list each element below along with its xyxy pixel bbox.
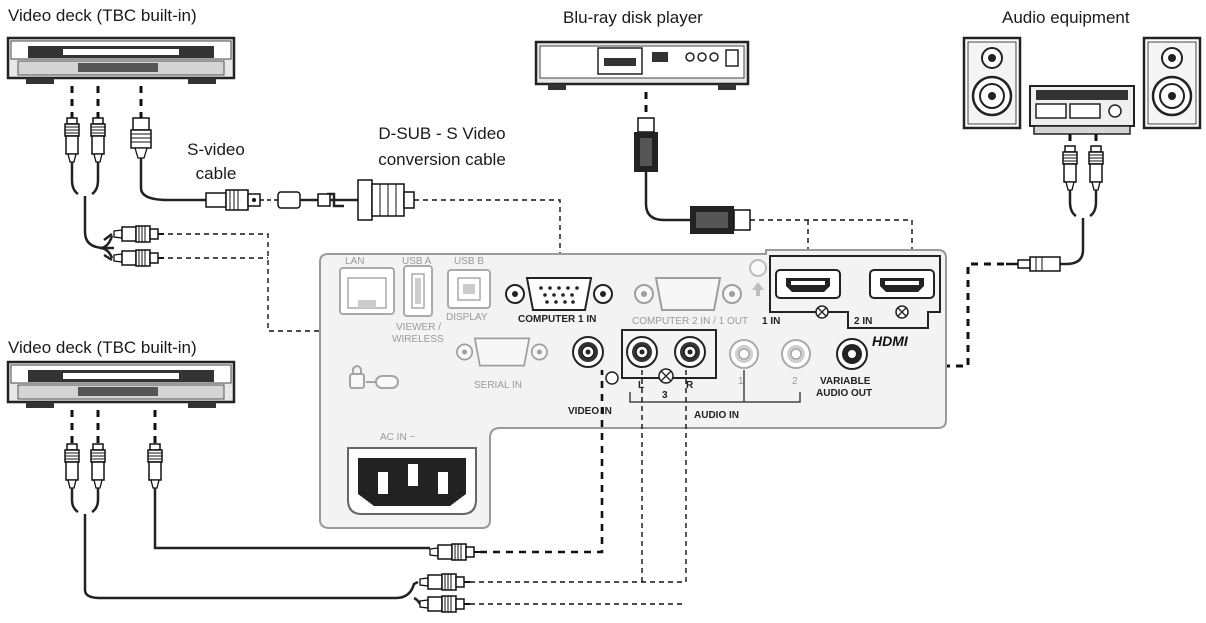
- bluray-hdmi-plug-horizontal: [690, 206, 751, 234]
- video-in-label: VIDEO IN: [568, 406, 612, 417]
- lan-label: LAN: [345, 256, 364, 267]
- audio-equipment-drop-dash: [1068, 134, 1098, 146]
- audio-2-label: 2: [792, 376, 798, 387]
- top-rca-dashed-links: [168, 233, 641, 350]
- video-deck-bottom-device: [6, 360, 236, 410]
- video-deck-top-device: [6, 36, 236, 86]
- panel-labels-dark: COMPUTER 1 IN VIDEO IN AUDIO IN L R 3 VA…: [518, 314, 872, 421]
- hdmi-1-in-port: [775, 269, 841, 319]
- top-deck-rca-split: [99, 235, 114, 259]
- hdmi-1in-label: 1 IN: [762, 316, 780, 327]
- audio-3-label: 3: [662, 390, 668, 401]
- viewer-label-2: WIRELESS: [392, 334, 444, 345]
- computer1-in-label: COMPUTER 1 IN: [518, 314, 596, 325]
- lock-icon: [349, 365, 399, 389]
- usb-b-label: USB B: [454, 256, 484, 267]
- computer2-label: COMPUTER 2 IN / 1 OUT: [632, 316, 748, 327]
- audio-equipment-device: [962, 36, 1202, 135]
- variable-audio-out-jack: [836, 338, 868, 370]
- audio-equipment-rca-plugs: [1062, 145, 1104, 191]
- dsub-cable-label-2: conversion cable: [378, 150, 506, 169]
- usb-a-port: [403, 265, 433, 317]
- kensington-indicator: [749, 259, 767, 296]
- top-deck-rca-horizontal-plugs: [113, 225, 165, 267]
- lan-port: [339, 267, 395, 315]
- viewer-label-1: VIEWER /: [396, 322, 441, 333]
- hdmi-2-in-port: [869, 269, 935, 319]
- bluray-label: Blu-ray disk player: [563, 8, 703, 27]
- bluray-hdmi-plug-vertical: [634, 117, 658, 172]
- audio-in-label: AUDIO IN: [694, 410, 739, 421]
- svideo-plug-vertical: [130, 117, 152, 159]
- bluray-player-device: [534, 40, 750, 90]
- top-deck-cable-links: [70, 86, 143, 118]
- svideo-cable-label-1: S-video: [187, 140, 245, 159]
- bottom-deck-rca-horizontal-plugs: [419, 543, 481, 613]
- audio-in-2-jack: [781, 339, 811, 369]
- bottom-deck-drop-dash: [70, 410, 157, 444]
- dsub-svideo-adapter: [277, 179, 415, 221]
- ac-in-socket: [347, 447, 477, 515]
- audio-in-bracket: [629, 370, 801, 403]
- video-deck-top-label: Video deck (TBC built-in): [8, 6, 197, 25]
- hdmi-cable: [644, 172, 690, 222]
- audio-out-cable: [1060, 190, 1098, 266]
- dsub-to-computer1-dashed: [414, 199, 561, 276]
- audio-1-label: 1: [738, 376, 744, 387]
- bottom-deck-dashed-links: [470, 370, 687, 605]
- hdmi-logo: HDMI: [872, 333, 909, 349]
- usb-a-label: USB A: [402, 256, 432, 267]
- video-deck-bottom-label: Video deck (TBC built-in): [8, 338, 197, 357]
- hdmi-2in-label: 2 IN: [854, 316, 872, 327]
- variable-audio-label-1: VARIABLE: [820, 376, 871, 387]
- audio-l-label: L: [638, 380, 644, 391]
- audio-in-r-jack: [674, 336, 706, 368]
- audio-in-1-jack: [729, 339, 759, 369]
- audio-r-label: R: [686, 380, 694, 391]
- dsub-cable-label-1: D-SUB - S Video: [378, 124, 506, 143]
- usb-b-port: [447, 269, 491, 309]
- bottom-deck-rca-plugs: [64, 443, 163, 489]
- video-in-jack: [572, 336, 619, 385]
- serial-in-label: SERIAL IN: [474, 380, 522, 391]
- audio-in-screw: [658, 368, 674, 384]
- audio-equipment-label: Audio equipment: [1002, 8, 1130, 27]
- display-label: DISPLAY: [446, 312, 488, 323]
- svideo-plug-horizontal: [205, 189, 261, 211]
- mini-jack-plug: [1006, 256, 1061, 272]
- variable-audio-label-2: AUDIO OUT: [816, 388, 872, 399]
- top-deck-rca-plugs: [64, 117, 106, 163]
- audio-in-l-jack: [626, 336, 658, 368]
- panel-labels: LAN USB A USB B DISPLAY VIEWER / WIRELES…: [345, 256, 798, 443]
- svideo-cable: [139, 158, 206, 202]
- svideo-cable-label-2: cable: [195, 164, 237, 183]
- computer1-in-port: [505, 277, 613, 311]
- ac-in-label: AC IN ~: [380, 432, 415, 443]
